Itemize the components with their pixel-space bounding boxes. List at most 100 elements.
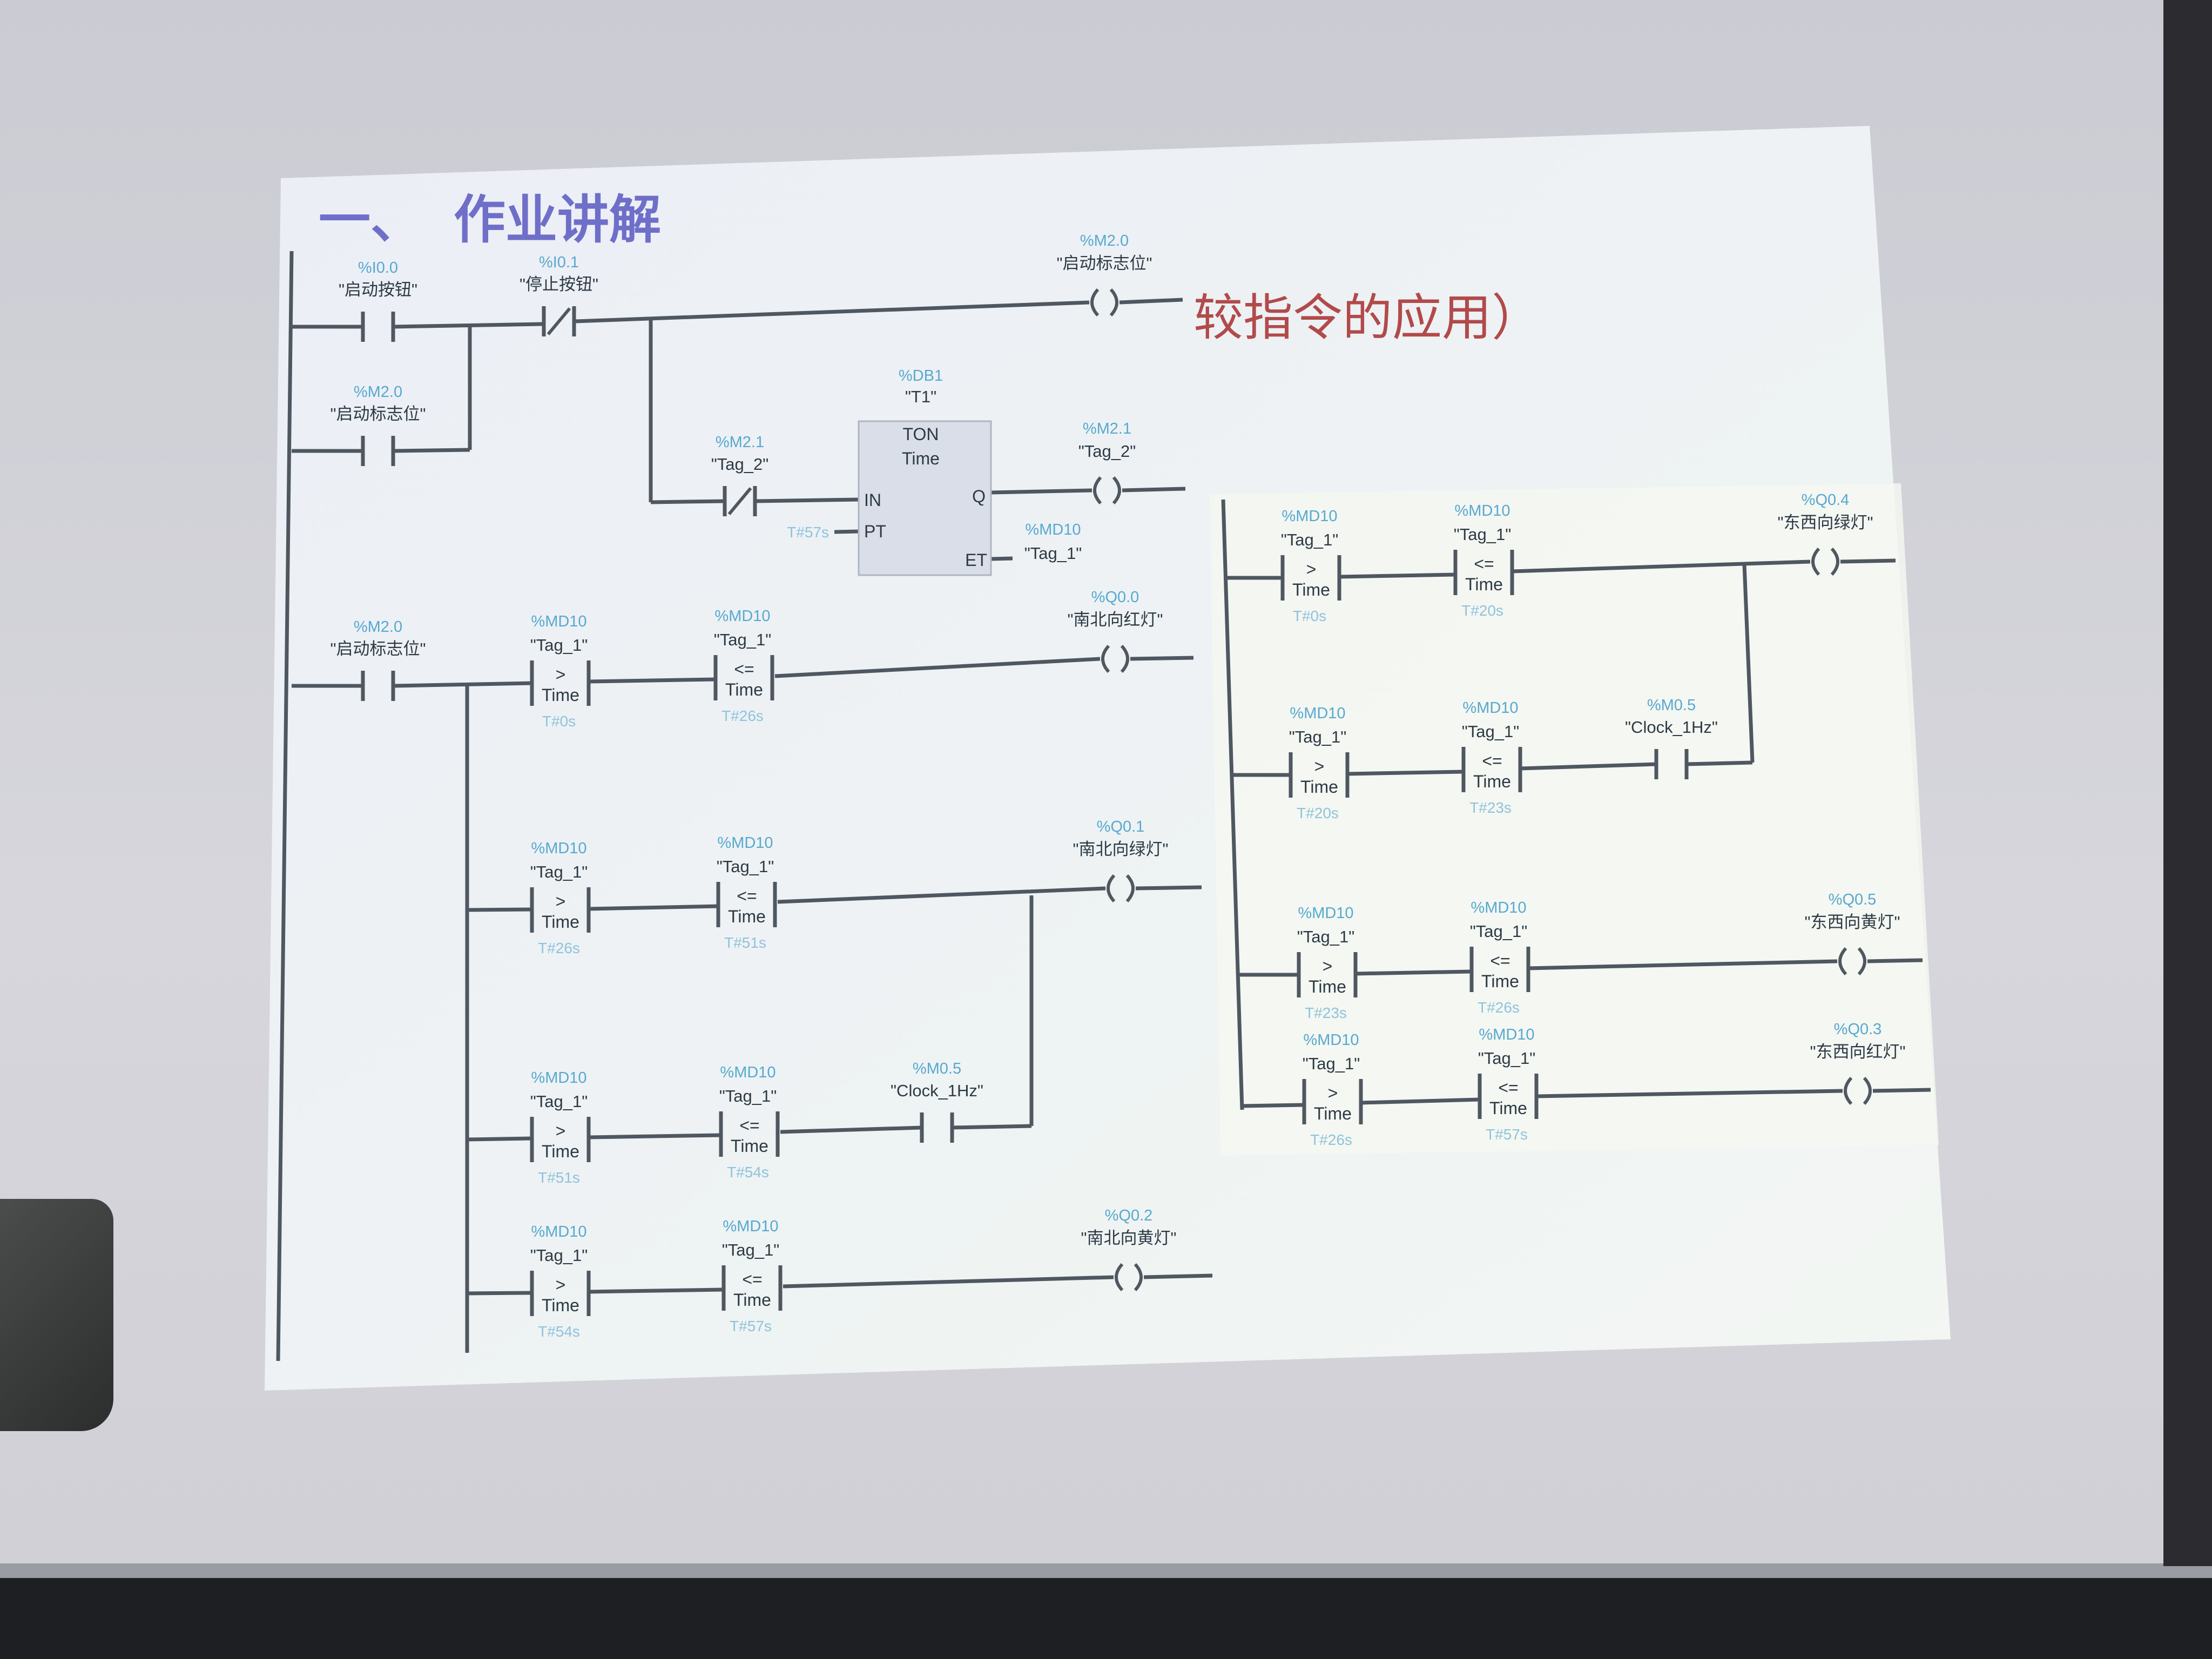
contact-name: "启动标志位": [330, 404, 426, 423]
compare-value: T#20s: [1297, 805, 1339, 821]
coil-coil-q01: %Q0.1"南北向绿灯": [1073, 818, 1169, 903]
contact-name: "Tag_2": [711, 455, 768, 474]
coil-coil-q03: %Q0.3"东西向红灯": [1810, 1021, 1906, 1105]
compare-name: "Tag_1": [1478, 1049, 1535, 1068]
coil-addr: %Q0.1: [1097, 818, 1145, 835]
compare-cmp-l2a: >Time%MD10"Tag_1"T#26s: [530, 840, 591, 956]
compare-cmp-l1a: >Time%MD10"Tag_1"T#0s: [530, 613, 591, 730]
compare-name: "Tag_1": [1297, 927, 1354, 946]
compare-type-label: Time: [1481, 972, 1519, 991]
compare-value: T#23s: [1469, 799, 1512, 816]
screen-frame-bottom: [0, 1578, 2212, 1659]
coil-arc-right: [1109, 288, 1118, 317]
compare-cmp-r1b: <=Time%MD10"Tag_1"T#20s: [1453, 502, 1514, 619]
compare-name: "Tag_1": [530, 636, 588, 655]
compare-type-label: Time: [1292, 580, 1330, 599]
slide-title-prefix: 一、: [319, 190, 422, 250]
coil-name: "Tag_2": [1078, 442, 1136, 461]
timer-pin-in: IN: [864, 490, 881, 510]
coil-name: "东西向红灯": [1810, 1042, 1905, 1061]
compare-operator: <=: [1482, 751, 1502, 771]
compare-name: "Tag_1": [1454, 525, 1511, 544]
contact-addr: %I0.0: [358, 259, 398, 276]
compare-operator: <=: [1490, 951, 1510, 970]
compare-value: T#54s: [727, 1164, 769, 1181]
coil-addr: %Q0.0: [1091, 589, 1139, 606]
contact-nc-slash: [547, 307, 571, 335]
compare-cmp-r3a: >Time%MD10"Tag_1"T#23s: [1297, 905, 1358, 1021]
compare-value: T#57s: [1486, 1126, 1528, 1143]
coil-addr: %Q0.5: [1829, 891, 1877, 908]
compare-value: T#54s: [538, 1323, 580, 1340]
compare-type-label: Time: [542, 912, 579, 932]
coil-addr: %Q0.2: [1105, 1207, 1153, 1224]
contact-c-tag2: %M2.1"Tag_2": [711, 434, 768, 516]
compare-name: "Tag_1": [530, 1092, 588, 1111]
compare-operator: >: [556, 665, 566, 684]
compare-type-label: Time: [542, 1296, 579, 1315]
timer-pin-q: Q: [972, 487, 986, 506]
coil-coil-m20: %M2.0"启动标志位": [1056, 232, 1152, 317]
comparators-layer: >Time%MD10"Tag_1"T#0s<=Time%MD10"Tag_1"T…: [530, 502, 1539, 1340]
compare-operator: >: [556, 892, 566, 911]
compare-operator: >: [556, 1275, 566, 1294]
compare-operator: <=: [1498, 1078, 1518, 1097]
compare-operator: <=: [742, 1270, 762, 1289]
compare-value: T#51s: [538, 1169, 580, 1186]
coil-arc-left: [1090, 288, 1100, 317]
compare-cmp-l1b: <=Time%MD10"Tag_1"T#26s: [713, 608, 774, 724]
compare-name: "Tag_1": [530, 1246, 588, 1265]
compare-value: T#57s: [730, 1318, 772, 1334]
compare-addr: %MD10: [1462, 699, 1518, 717]
coil-arc-right: [1112, 476, 1121, 505]
compare-cmp-r4a: >Time%MD10"Tag_1"T#26s: [1302, 1031, 1363, 1148]
contact-addr: %M2.0: [354, 383, 402, 401]
compare-name: "Tag_1": [1303, 1054, 1360, 1073]
coil-name: "东西向黄灯": [1804, 913, 1900, 932]
compare-type-label: Time: [1465, 575, 1503, 594]
timer-db: %DB1: [899, 367, 943, 385]
compare-cmp-r1a: >Time%MD10"Tag_1"T#0s: [1280, 508, 1341, 624]
ton-timer-block: %DB1 "T1" TON Time IN PT Q ET T#57s %MD1…: [787, 367, 1082, 576]
compare-addr: %MD10: [531, 1223, 586, 1240]
screen-edge: [0, 1563, 2212, 1580]
compare-addr: %MD10: [531, 1069, 586, 1087]
compare-type-label: Time: [1489, 1098, 1527, 1118]
contact-c-stop: %I0.1"停止按钮": [520, 254, 598, 336]
compare-value: T#26s: [1310, 1131, 1352, 1148]
compare-type-label: Time: [725, 680, 763, 699]
compare-addr: %MD10: [531, 613, 586, 630]
contact-addr: %M0.5: [1647, 697, 1696, 714]
compare-name: "Tag_1": [717, 857, 774, 876]
compare-name: "Tag_1": [1281, 530, 1338, 549]
contact-addr: %I0.1: [539, 254, 579, 271]
compare-cmp-r2a: >Time%MD10"Tag_1"T#20s: [1289, 705, 1350, 821]
compare-cmp-r4b: <=Time %MD10 "Tag_1" T#57s: [1478, 1026, 1539, 1143]
compare-operator: >: [1306, 559, 1317, 579]
compare-operator: <=: [737, 886, 757, 906]
compare-addr: %MD10: [1479, 1026, 1534, 1043]
contact-c-m20-net: %M2.0"启动标志位": [330, 618, 426, 701]
compare-addr: %MD10: [714, 608, 770, 625]
compare-operator: >: [556, 1121, 566, 1141]
compare-value: T#20s: [1461, 602, 1503, 619]
compare-type-label: Time: [1473, 772, 1511, 791]
coil-addr: %M2.1: [1083, 420, 1131, 437]
compare-name: "Tag_1": [719, 1087, 777, 1105]
compare-addr: %MD10: [531, 840, 586, 857]
compare-name: "Tag_1": [1462, 722, 1519, 741]
slide-subtitle: 较指令的应用）: [1193, 289, 1541, 347]
contact-name: "启动标志位": [330, 639, 426, 658]
contacts-layer: %I0.0"启动按钮"%I0.1"停止按钮"%M2.0"启动标志位"%M2.1"…: [330, 254, 1718, 1143]
compare-addr: %MD10: [1471, 899, 1526, 916]
coil-coil-q02: %Q0.2"南北向黄灯": [1081, 1207, 1177, 1292]
coil-coil-q05: %Q0.5 "东西向黄灯": [1804, 891, 1900, 976]
compare-type-label: Time: [731, 1136, 768, 1156]
coil-coil-q04: %Q0.4"东西向绿灯": [1777, 491, 1873, 576]
compare-addr: %MD10: [1454, 502, 1510, 520]
compare-addr: %MD10: [1303, 1031, 1359, 1049]
compare-cmp-l3a: >Time%MD10"Tag_1"T#51s: [530, 1069, 591, 1186]
contact-c-start: %I0.0"启动按钮": [339, 259, 417, 342]
coil-arc-left: [1107, 874, 1116, 903]
